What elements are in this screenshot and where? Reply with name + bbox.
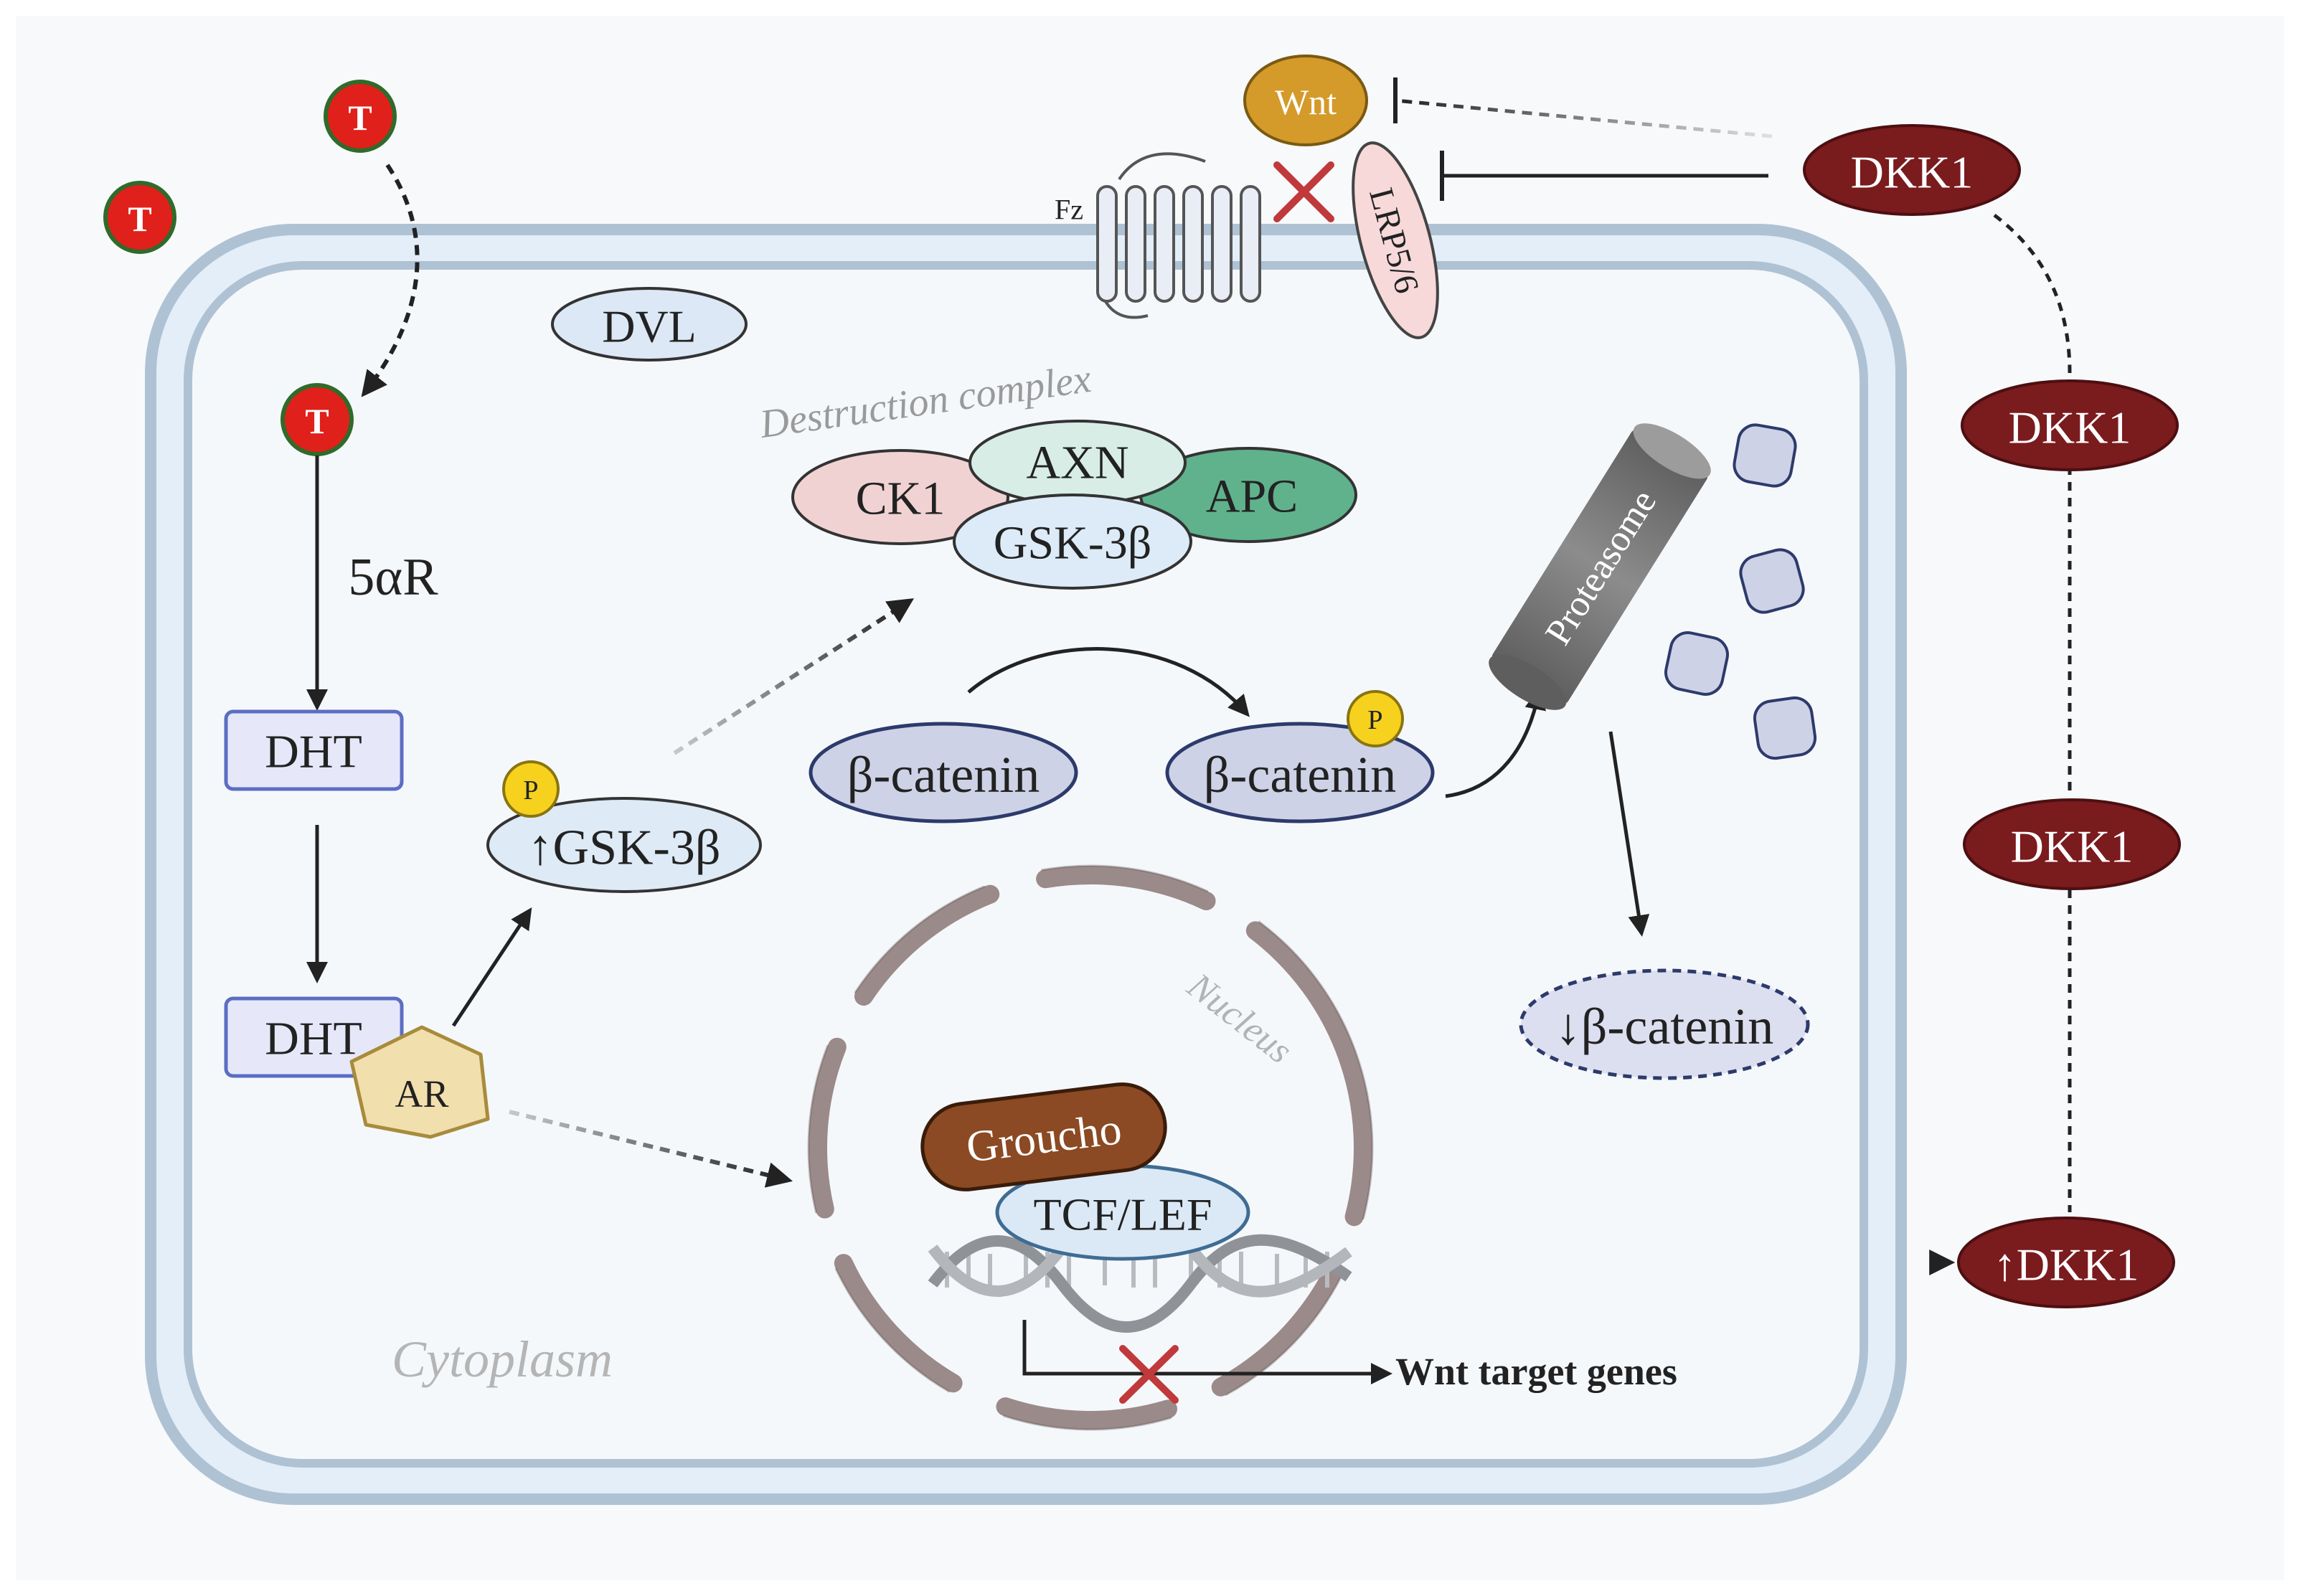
dvl-label: DVL bbox=[602, 301, 697, 352]
apc-label: APC bbox=[1206, 471, 1298, 523]
beta-catenin-phosphorylated: β-catenin bbox=[1165, 722, 1435, 823]
proteasome-to-reduced-catenin-arrow bbox=[1608, 731, 1650, 937]
dkk1-label-3: DKK1 bbox=[2011, 821, 2134, 872]
dkk1-node-2: DKK1 bbox=[1961, 379, 2179, 471]
destruction-complex: CK1 APC AXN GSK-3β bbox=[791, 420, 1357, 590]
gsk3b-upregulated: ↑GSK-3β bbox=[486, 797, 762, 893]
wnt-ligand: Wnt bbox=[1243, 55, 1368, 146]
t-label-3: T bbox=[305, 401, 329, 441]
ar-to-nucleus-arrow bbox=[509, 1110, 793, 1188]
gsk3b-complex-label: GSK-3β bbox=[994, 517, 1152, 570]
transcription-arrow bbox=[1022, 1320, 1392, 1384]
dkk1-up-label: ↑DKK1 bbox=[1994, 1240, 2139, 1290]
dkk1-dashed-path bbox=[1993, 214, 2072, 1212]
ck1-label: CK1 bbox=[856, 473, 946, 525]
p-label-catenin: P bbox=[1367, 705, 1382, 735]
inhibition-x-receptor bbox=[1273, 161, 1334, 222]
wnt-target-genes-label: Wnt target genes bbox=[1395, 1350, 1677, 1393]
t-label-1: T bbox=[348, 98, 372, 138]
ar-to-gsk-arrow bbox=[451, 907, 532, 1027]
ck1-protein bbox=[791, 449, 1009, 545]
dht-box-1: DHT bbox=[224, 709, 404, 791]
gsk3b-up-label: ↑GSK-3β bbox=[528, 821, 721, 876]
dht-label-1: DHT bbox=[265, 726, 362, 778]
proteasome: Proteasome bbox=[1489, 423, 1711, 710]
testosterone-molecule-2: T bbox=[103, 181, 176, 254]
beta-catenin-label-2: β-catenin bbox=[1204, 746, 1397, 803]
five-alpha-reductase-label: 5αR bbox=[348, 548, 438, 607]
phosphorylation-arc-arrow bbox=[967, 647, 1250, 717]
peptide-fragments bbox=[1664, 423, 1817, 760]
wnt-label: Wnt bbox=[1275, 82, 1337, 122]
dkk1-node-1: DKK1 bbox=[1803, 124, 2021, 216]
ar-label: AR bbox=[395, 1072, 448, 1115]
testosterone-entry-arrow bbox=[361, 164, 420, 397]
lrp-coreceptor: LRP5/6 bbox=[1352, 141, 1439, 339]
testosterone-molecule-1: T bbox=[324, 80, 397, 153]
tcf-lef: TCF/LEF bbox=[995, 1163, 1250, 1261]
dkk1-inhibition-lrp bbox=[1440, 151, 1768, 201]
gsk-to-complex-arrow bbox=[673, 598, 915, 755]
inhibition-x-transcription bbox=[1119, 1345, 1179, 1404]
beta-catenin-down-label: ↓β-catenin bbox=[1555, 998, 1774, 1055]
nuclear-envelope-outline bbox=[807, 864, 1374, 1431]
cell-membrane bbox=[145, 224, 1907, 1505]
p-label-gsk: P bbox=[523, 775, 538, 806]
beta-catenin-reduced: ↓β-catenin bbox=[1519, 968, 1810, 1080]
frizzled-receptor bbox=[1096, 152, 1261, 319]
beta-catenin-free: β-catenin bbox=[809, 722, 1078, 823]
dkk1-node-3: DKK1 bbox=[1963, 798, 2181, 890]
dht-label-2: DHT bbox=[265, 1013, 362, 1065]
fz-label: Fz bbox=[1055, 194, 1083, 226]
dkk1-inhibition-wnt bbox=[1393, 77, 1773, 138]
cytoplasm-label: Cytoplasm bbox=[392, 1331, 613, 1388]
catenin-to-proteasome-arrow bbox=[1445, 688, 1546, 798]
dkk1-up-node: ↑DKK1 bbox=[1957, 1217, 2175, 1308]
testosterone-molecule-3: T bbox=[281, 383, 354, 456]
axn-label: AXN bbox=[1027, 437, 1129, 489]
dkk1-label-1: DKK1 bbox=[1851, 147, 1974, 198]
beta-catenin-label-1: β-catenin bbox=[847, 746, 1040, 803]
nuclear-envelope bbox=[809, 866, 1372, 1430]
tcf-lef-label: TCF/LEF bbox=[1034, 1189, 1212, 1240]
phospho-group-gsk: P bbox=[502, 760, 560, 818]
dkk1-label-2: DKK1 bbox=[2009, 402, 2131, 453]
groucho: Groucho bbox=[920, 1082, 1167, 1191]
dvl-protein: DVL bbox=[551, 287, 748, 362]
gsk3b-complex-protein bbox=[953, 494, 1192, 590]
phospho-group-catenin: P bbox=[1347, 690, 1404, 747]
androgen-receptor: AR bbox=[349, 1025, 490, 1139]
t-label-2: T bbox=[128, 199, 151, 239]
